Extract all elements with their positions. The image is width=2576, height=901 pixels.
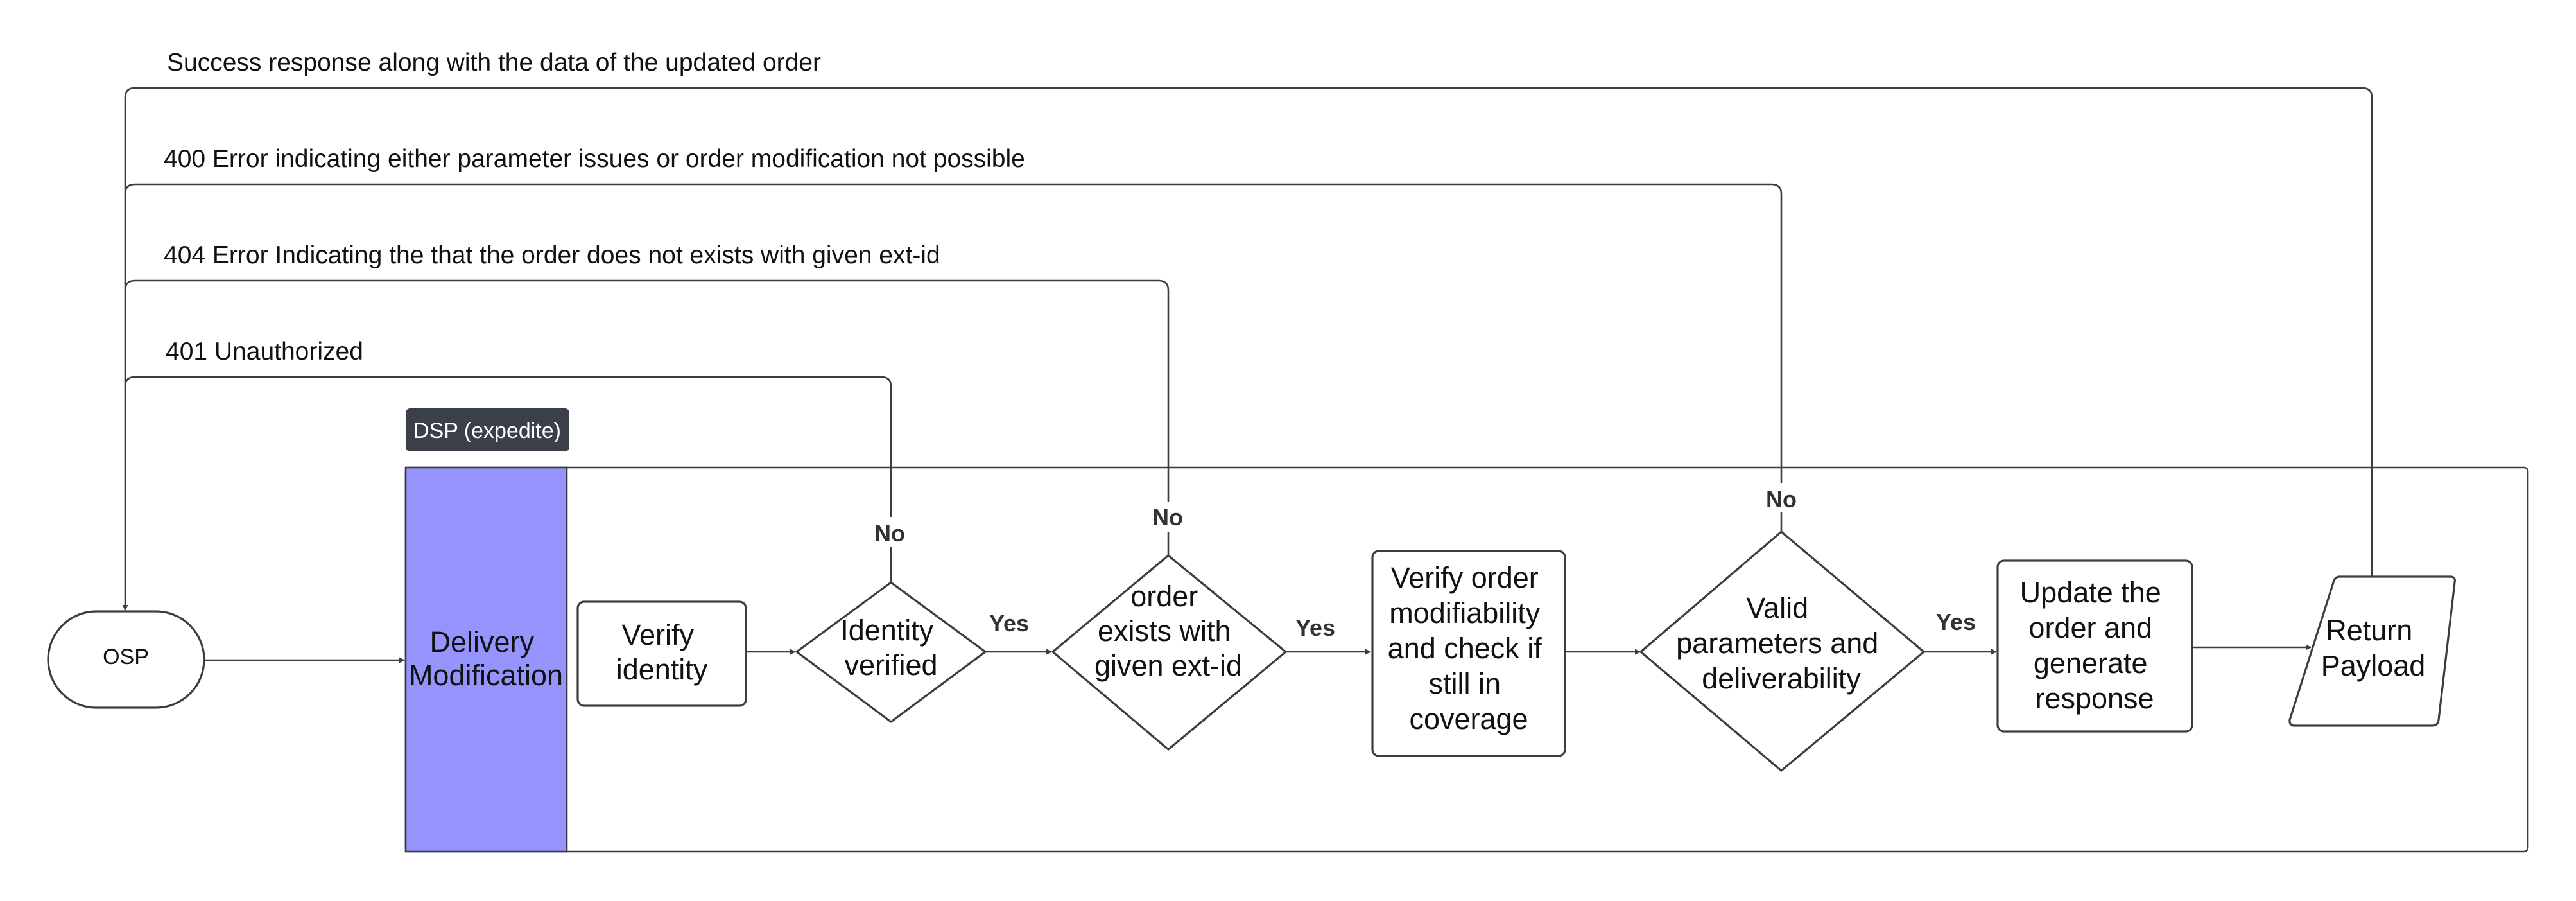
swimlane-header [404, 466, 568, 853]
identity-verified-decision [795, 581, 987, 723]
yes-label-order: Yes [1295, 615, 1335, 641]
edge-success-return [122, 87, 2373, 611]
no-label-bg-identity [873, 517, 909, 547]
yes-label-valid: Yes [1936, 609, 1976, 635]
no-label-valid: No [1766, 486, 1797, 512]
verify-modifiability-node [1371, 550, 1566, 757]
edge-404-return [124, 279, 1170, 555]
return-payload-node [2288, 575, 2456, 727]
valid-parameters-decision [1639, 530, 1925, 772]
order-exists-decision [1051, 554, 1287, 751]
edge-label-400: 400 Error indicating either parameter is… [164, 145, 1025, 173]
edge-400-return [124, 183, 1783, 532]
identity-verified-label: Identity verified [840, 614, 942, 681]
swimlane-badge [406, 408, 569, 451]
order-exists-label: order exists with given ext-id [1094, 580, 1242, 682]
no-label-order: No [1152, 504, 1183, 530]
osp-node [47, 610, 205, 709]
valid-parameters-label: Valid parameters and deliverability [1676, 591, 1887, 695]
yes-label-identity: Yes [989, 610, 1029, 636]
swimlane-badge-label: DSP (expedite) [413, 419, 561, 443]
edge-label-404: 404 Error Indicating the that the order … [164, 241, 940, 269]
return-payload-label: Return Payload [2321, 614, 2426, 682]
edge-401-return [124, 376, 892, 582]
update-order-label: Update the order and generate response [2020, 576, 2170, 715]
no-label-identity: No [874, 520, 905, 547]
swimlane-header-label: Delivery Modification [409, 625, 563, 692]
no-label-bg-valid [1764, 483, 1800, 512]
edge-label-success: Success response along with the data of … [167, 49, 821, 76]
verify-identity-label: Verify identity [616, 618, 708, 686]
verify-identity-node [576, 600, 747, 707]
edge-label-401: 401 Unauthorized [166, 338, 363, 365]
osp-node-label: OSP [103, 645, 149, 669]
verify-modifiability-label: Verify order modifiability and check if … [1388, 561, 1550, 735]
update-order-node [1996, 559, 2193, 733]
no-label-bg-order [1150, 502, 1186, 532]
